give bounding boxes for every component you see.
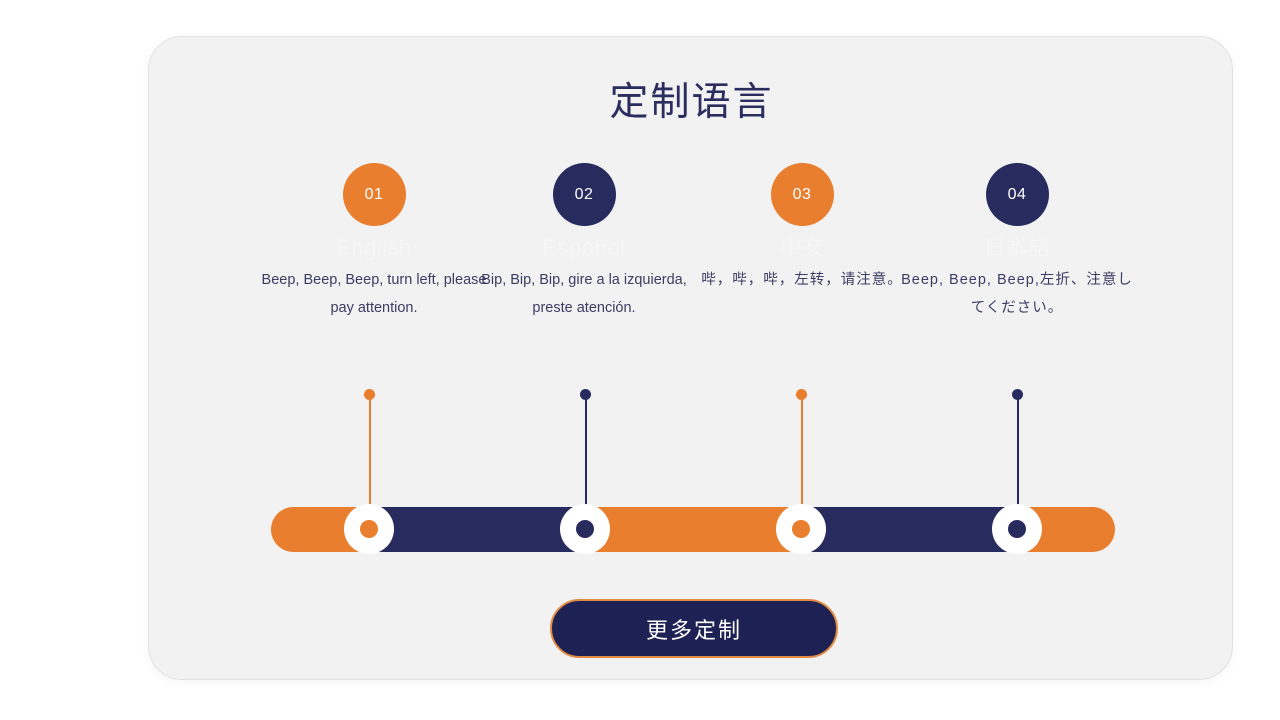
language-step-2[interactable]: 02 Español Bip, Bip, Bip, gire a la izqu…	[468, 163, 700, 322]
timeline-marker-core-3	[792, 520, 810, 538]
timeline-segment-4	[801, 507, 1017, 552]
timeline-marker-core-4	[1008, 520, 1026, 538]
language-phrase-2: Bip, Bip, Bip, gire a la izquierda, pres…	[481, 272, 687, 316]
language-step-1[interactable]: 01 English Beep, Beep, Beep, turn left, …	[258, 163, 490, 322]
step-number-badge-1: 01	[342, 163, 406, 226]
page-title: 定制语言	[609, 81, 774, 124]
language-step-3[interactable]: 03 中文 哔，哔，哔，左转，请注意。	[686, 163, 918, 294]
timeline-marker-core-1	[360, 520, 378, 538]
language-phrase-3: 哔，哔，哔，左转，请注意。	[701, 272, 903, 288]
stem-line-1	[369, 394, 371, 534]
stem-line-2	[585, 394, 587, 534]
timeline-marker-core-2	[576, 520, 594, 538]
step-number-badge-2: 02	[552, 163, 616, 226]
language-name-3: 中文	[779, 235, 825, 260]
language-name-2: Español	[542, 235, 626, 260]
timeline-segment-2	[369, 507, 585, 552]
timeline-marker-2[interactable]	[560, 504, 610, 554]
language-phrase-1: Beep, Beep, Beep, turn left, please pay …	[261, 272, 487, 316]
timeline-marker-3[interactable]	[776, 504, 826, 554]
step-number-badge-3: 03	[770, 163, 834, 226]
more-customization-button[interactable]: 更多定制	[550, 599, 838, 658]
language-phrase-4: Beep, Beep, Beep,左折、注意してください。	[901, 272, 1133, 316]
language-step-4[interactable]: 04 日本語 Beep, Beep, Beep,左折、注意してください。	[901, 163, 1133, 322]
timeline-bar[interactable]	[271, 507, 1115, 552]
stem-line-4	[1017, 394, 1019, 534]
stem-line-3	[801, 394, 803, 534]
language-name-1: English	[336, 235, 412, 260]
timeline-marker-1[interactable]	[344, 504, 394, 554]
timeline-marker-4[interactable]	[992, 504, 1042, 554]
language-steps: 01 English Beep, Beep, Beep, turn left, …	[149, 163, 1234, 393]
content-card: 定制语言 01 English Beep, Beep, Beep, turn l…	[148, 36, 1233, 680]
timeline-segment-3	[585, 507, 801, 552]
step-number-badge-4: 04	[985, 163, 1049, 226]
language-name-4: 日本語	[983, 235, 1051, 260]
